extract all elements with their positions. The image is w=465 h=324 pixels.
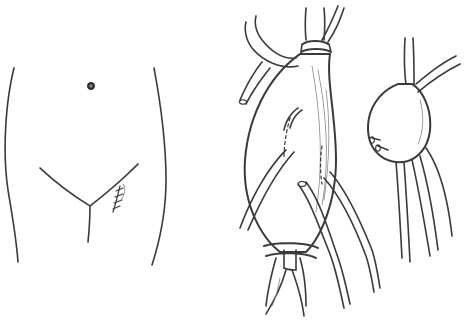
proximal-ligature-icon xyxy=(301,41,331,52)
upper-left-branch xyxy=(255,16,296,58)
small-graft-panel xyxy=(368,38,460,262)
abdomen-left-contour xyxy=(5,68,18,262)
inguinal-fold-right xyxy=(90,164,138,206)
groin-incision-icon xyxy=(113,184,125,212)
abdomen-right-contour xyxy=(152,68,166,265)
perineal-line xyxy=(88,206,90,242)
inguinal-fold-left xyxy=(40,168,90,206)
small-sac xyxy=(368,84,430,162)
aneurysm-graft-panel xyxy=(239,6,380,316)
abdomen-panel xyxy=(5,68,166,265)
